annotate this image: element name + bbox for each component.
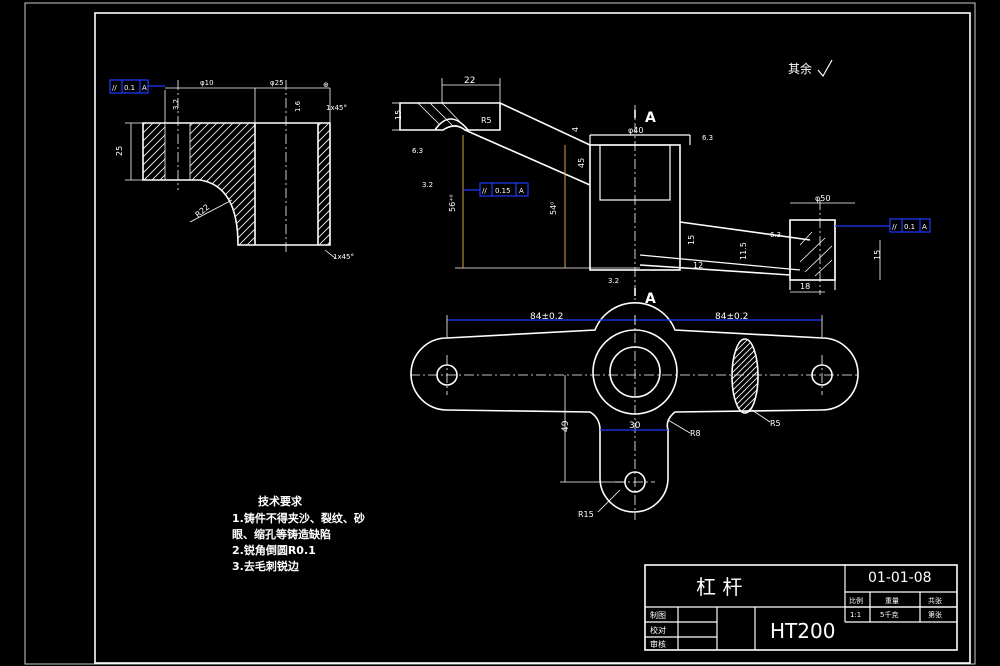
rough-6-3-b: 6.3 xyxy=(770,231,781,239)
sheet-no: 第张 xyxy=(928,610,942,619)
rough-rest-label: 其余 xyxy=(788,61,812,76)
tech-line-2: 眼、缩孔等铸造缺陷 xyxy=(232,527,331,541)
dim-18: 18 xyxy=(800,282,810,291)
dim-r5-top: R5 xyxy=(770,419,781,428)
tech-requirements: 技术要求 1.铸件不得夹沙、裂纹、砂 眼、缩孔等铸造缺陷 2.锐角倒圆R0.1 … xyxy=(232,494,365,573)
weight-label: 重量 xyxy=(885,597,899,605)
svg-text:0.1: 0.1 xyxy=(124,84,135,92)
dim-49: 49 xyxy=(561,420,571,432)
part-name: 杠 杆 xyxy=(696,575,742,599)
tol-frame-main-1: // 0.15 A xyxy=(479,182,529,197)
dim-56: 56⁺⁰ xyxy=(448,194,457,212)
section-view: 25 φ10 φ25 ⊕ R22 1x45° 1x45° 3.2 1.6 // … xyxy=(109,79,354,261)
sheets-label: 共张 xyxy=(928,596,942,605)
inner-frame xyxy=(94,12,971,664)
rough-6-3-c: 6.3 xyxy=(412,147,423,155)
dim-phi40: φ40 xyxy=(628,126,643,135)
weight-value: 5千克 xyxy=(880,610,898,619)
rough-rest-icon xyxy=(817,59,833,78)
section-a-bottom: A xyxy=(645,291,656,307)
dim-45: 45 xyxy=(577,158,586,168)
tech-line-3: 2.锐角倒圆R0.1 xyxy=(232,543,316,557)
dim-22: 22 xyxy=(464,76,475,86)
dim-84-left: 84±0.2 xyxy=(530,312,563,322)
dim-r5: R5 xyxy=(481,116,492,125)
rough-3-2-b: 3.2 xyxy=(422,181,433,189)
svg-text://: // xyxy=(892,223,897,231)
title-block xyxy=(644,564,958,651)
dim-84-right: 84±0.2 xyxy=(715,312,748,322)
front-view: 56⁺⁰ 54⁰ 22 15 R5 φ40 45 4 15 11.5 12 φ5… xyxy=(392,59,931,307)
rough-3-2-a: 3.2 xyxy=(608,277,619,285)
chamfer-bottom: 1x45° xyxy=(333,253,354,261)
svg-text:0.1: 0.1 xyxy=(904,223,915,231)
tech-title: 技术要求 xyxy=(258,494,303,508)
dim-15-left: 15 xyxy=(394,110,403,120)
tech-line-4: 3.去毛刺锐边 xyxy=(232,559,300,573)
dim-54: 54⁰ xyxy=(549,202,558,215)
dim-15-right: 15 xyxy=(873,250,882,260)
dim-r8: R8 xyxy=(690,429,701,438)
approved-label: 审核 xyxy=(650,639,666,649)
tol-frame-section: // 0.1 A xyxy=(109,79,149,94)
scale-value: 1:1 xyxy=(850,611,861,619)
dim-11: 11.5 xyxy=(739,242,748,260)
drawing-number: 01-01-08 xyxy=(868,570,932,586)
material: HT200 xyxy=(770,619,835,643)
scale-label: 比例 xyxy=(849,596,863,605)
svg-text:A: A xyxy=(519,187,524,195)
dim-12: 12 xyxy=(693,261,703,270)
dim-phi25: φ25 xyxy=(270,79,284,87)
svg-text:A: A xyxy=(142,84,147,92)
dim-phi50: φ50 xyxy=(815,194,830,203)
svg-text://: // xyxy=(112,84,117,92)
tol-frame-main-2: // 0.1 A xyxy=(889,218,931,233)
checked-label: 校对 xyxy=(650,625,666,635)
dim-r15: R15 xyxy=(578,510,594,519)
rough-1-6: 1.6 xyxy=(294,100,302,112)
rough-3-2: 3.2 xyxy=(172,99,180,110)
svg-text:A: A xyxy=(922,223,927,231)
svg-text:0.15: 0.15 xyxy=(495,187,511,195)
section-a-top: A xyxy=(645,110,656,126)
dim-15-mid: 15 xyxy=(687,235,696,245)
svg-text:⊕: ⊕ xyxy=(323,81,329,89)
drawn-label: 制图 xyxy=(650,610,666,620)
rough-6-3-a: 6.3 xyxy=(702,134,713,142)
dim-30: 30 xyxy=(629,421,641,431)
svg-text://: // xyxy=(482,187,487,195)
dim-25: 25 xyxy=(115,146,124,156)
dim-4: 4 xyxy=(571,127,580,132)
outer-frame xyxy=(24,2,976,665)
top-view: 84±0.2 84±0.2 49 30 R8 R5 R15 xyxy=(410,302,860,520)
chamfer-top: 1x45° xyxy=(326,104,347,112)
tech-line-1: 1.铸件不得夹沙、裂纹、砂 xyxy=(232,511,365,525)
dim-phi10: φ10 xyxy=(200,79,214,87)
dim-r22: R22 xyxy=(194,203,212,220)
